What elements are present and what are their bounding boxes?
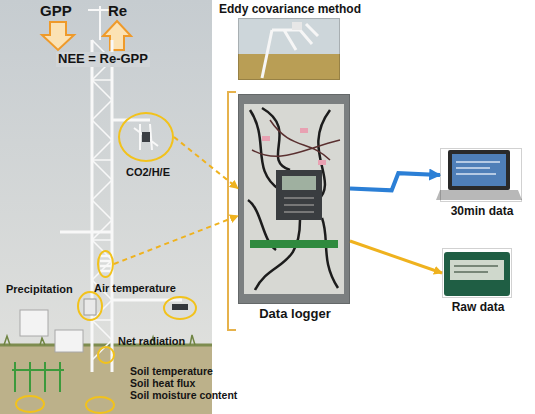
sensor-circles-part [16,396,44,412]
logger-photo-part [282,176,316,190]
data-link [350,241,442,273]
logger-photo-part [248,108,338,290]
data-link [174,137,238,189]
eddy-photo-part [238,18,340,80]
laptop-icon-part [452,154,506,186]
data-link [350,173,440,190]
logger-photo-part [276,170,322,220]
flux-tower-part [91,40,94,372]
flux-tower-part [55,330,83,352]
logger-photo-part [318,160,326,165]
data-link [114,216,238,264]
logger-photo-part [238,94,350,304]
laptop-panel: 30min data [440,148,522,202]
sensor-ring: CO2/H/E [118,112,174,162]
logger-photo-part [300,128,308,133]
memory-card-part [450,260,504,280]
sensor-circles-part [98,347,114,363]
sensor-label: Precipitation [6,283,73,296]
flux-tower-part [100,256,111,271]
tower-photo-part [0,345,212,414]
memory-card-part [444,252,510,296]
node-heading: Air temperature [94,282,176,295]
laptop-icon-part [448,150,510,190]
logger-photo-part [252,120,340,160]
laptop-icon-part [456,162,500,174]
sensor-label: Soil moisture content [130,389,237,401]
eddy-photo [238,18,340,80]
node-heading: CO2/H/E [126,166,170,179]
flux-arrows [42,21,131,50]
sensor-circles-part [86,397,114,413]
flux-tower-part [111,40,114,372]
logger-photo-part [284,198,314,212]
tower-photo [0,0,212,414]
flux-tower-part [60,231,112,234]
logger-bracket [228,92,236,330]
node-heading: Raw data [452,301,505,315]
fence-posts-part [12,362,64,392]
memory-card [444,252,510,296]
flux-tower-part [112,119,150,122]
photo-panel: Data logger [238,94,350,304]
flux-tower-part [142,132,150,142]
eddy-photo-part [238,54,340,80]
logger-photo-part [262,136,270,141]
flux-label: GPP [40,2,72,19]
sensor-label: Soil heat flux [130,377,195,389]
photo-panel: Eddy covariance method [238,18,340,80]
sensor-label: Soil temperature [130,365,213,377]
sensor-ring: Air temperature [97,250,114,278]
node-heading: Data logger [259,307,331,322]
flux-tower [20,6,188,372]
flux-tower-part [172,304,188,310]
tower-photo-part [0,0,212,414]
laptop-icon-part [436,190,522,200]
fence-posts [12,362,64,392]
node-heading: 30min data [451,205,514,219]
flux-arrows-part [103,21,131,50]
equation-label: NEE = Re-GPP [56,52,150,67]
eddy-photo-part [292,22,302,30]
flux-tower-part [99,6,101,40]
sensor-circles-part [164,297,196,319]
flux-tower-part [134,124,158,150]
flux-tower-part [20,310,48,336]
sensor-label: Net radiation [118,335,185,348]
eddy-photo-part [262,24,318,78]
memory-card-part [454,266,498,272]
flux-label: Re [108,2,127,19]
card-panel: Raw data [442,248,512,298]
flux-tower-part [84,299,96,315]
laptop-icon [436,150,522,200]
logger-photo [238,94,350,304]
flux-arrows-part [42,22,74,50]
node-heading: Eddy covariance method [219,3,361,17]
logger-photo-part [244,104,344,294]
logger-photo-part [250,240,338,248]
sensor-circles-part [78,292,102,320]
